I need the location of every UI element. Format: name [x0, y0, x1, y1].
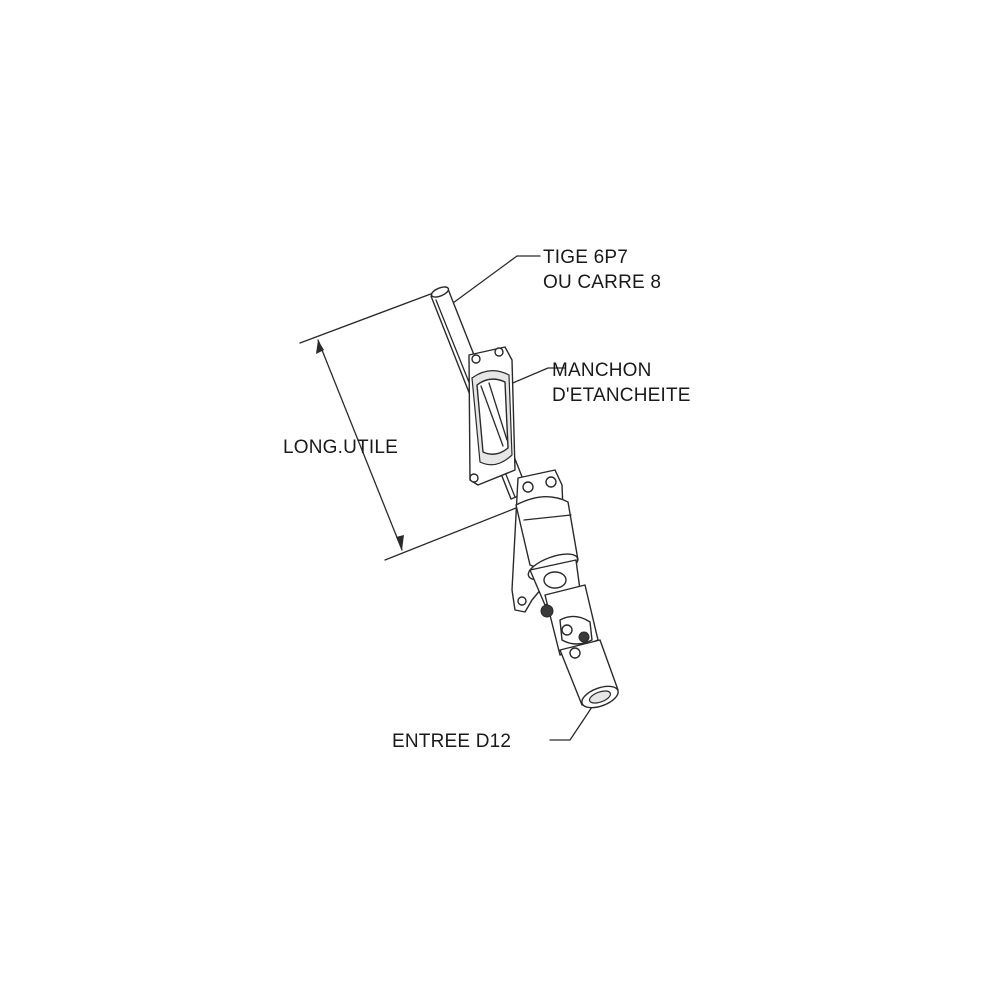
arrow-bottom [396, 535, 404, 550]
leader-lines [452, 255, 593, 741]
dimension-line [317, 339, 403, 551]
coupling-line [523, 514, 572, 521]
yoke-eye [543, 571, 567, 589]
input-set-screw [569, 647, 581, 659]
label-manchon: MANCHON D'ETANCHEITE [552, 358, 691, 408]
sleeve-rod-edge-2 [488, 382, 508, 441]
extension-line-top [299, 291, 437, 344]
bracket-hole-1 [522, 481, 534, 493]
dimension-long-utile [299, 291, 517, 561]
bracket-hole-3 [517, 596, 527, 606]
input-sleeve [559, 639, 619, 709]
label-long-utile: LONG.UTILE [283, 437, 398, 458]
sealing-sleeve [468, 346, 516, 486]
cross-pin-left [540, 604, 554, 618]
rod-end-top [430, 286, 450, 298]
label-manchon-line2: D'ETANCHEITE [552, 385, 691, 406]
leader-entree [549, 706, 593, 741]
leader-tige [452, 255, 541, 304]
input-bore [588, 690, 612, 704]
flange-hole-bottom-left [469, 473, 479, 483]
label-tige-line1: TIGE 6P7 [543, 247, 629, 268]
cross-pin-front [561, 624, 573, 636]
universal-joint [529, 559, 599, 656]
flange-hole-top-left [471, 354, 481, 364]
leader-manchon [507, 367, 566, 386]
label-tige: TIGE 6P7 OU CARRE 8 [543, 245, 661, 295]
extension-line-bottom [384, 507, 517, 561]
label-tige-line2: OU CARRE 8 [543, 272, 662, 293]
arrow-top [316, 340, 324, 354]
bracket-hole-2 [545, 476, 557, 488]
flange-hole-top-right [494, 347, 504, 357]
sleeve-rod-edge-1 [480, 385, 504, 447]
label-manchon-line1: MANCHON [552, 360, 652, 381]
label-entree: ENTREE D12 [392, 731, 512, 752]
cross-pin-right [578, 631, 590, 643]
